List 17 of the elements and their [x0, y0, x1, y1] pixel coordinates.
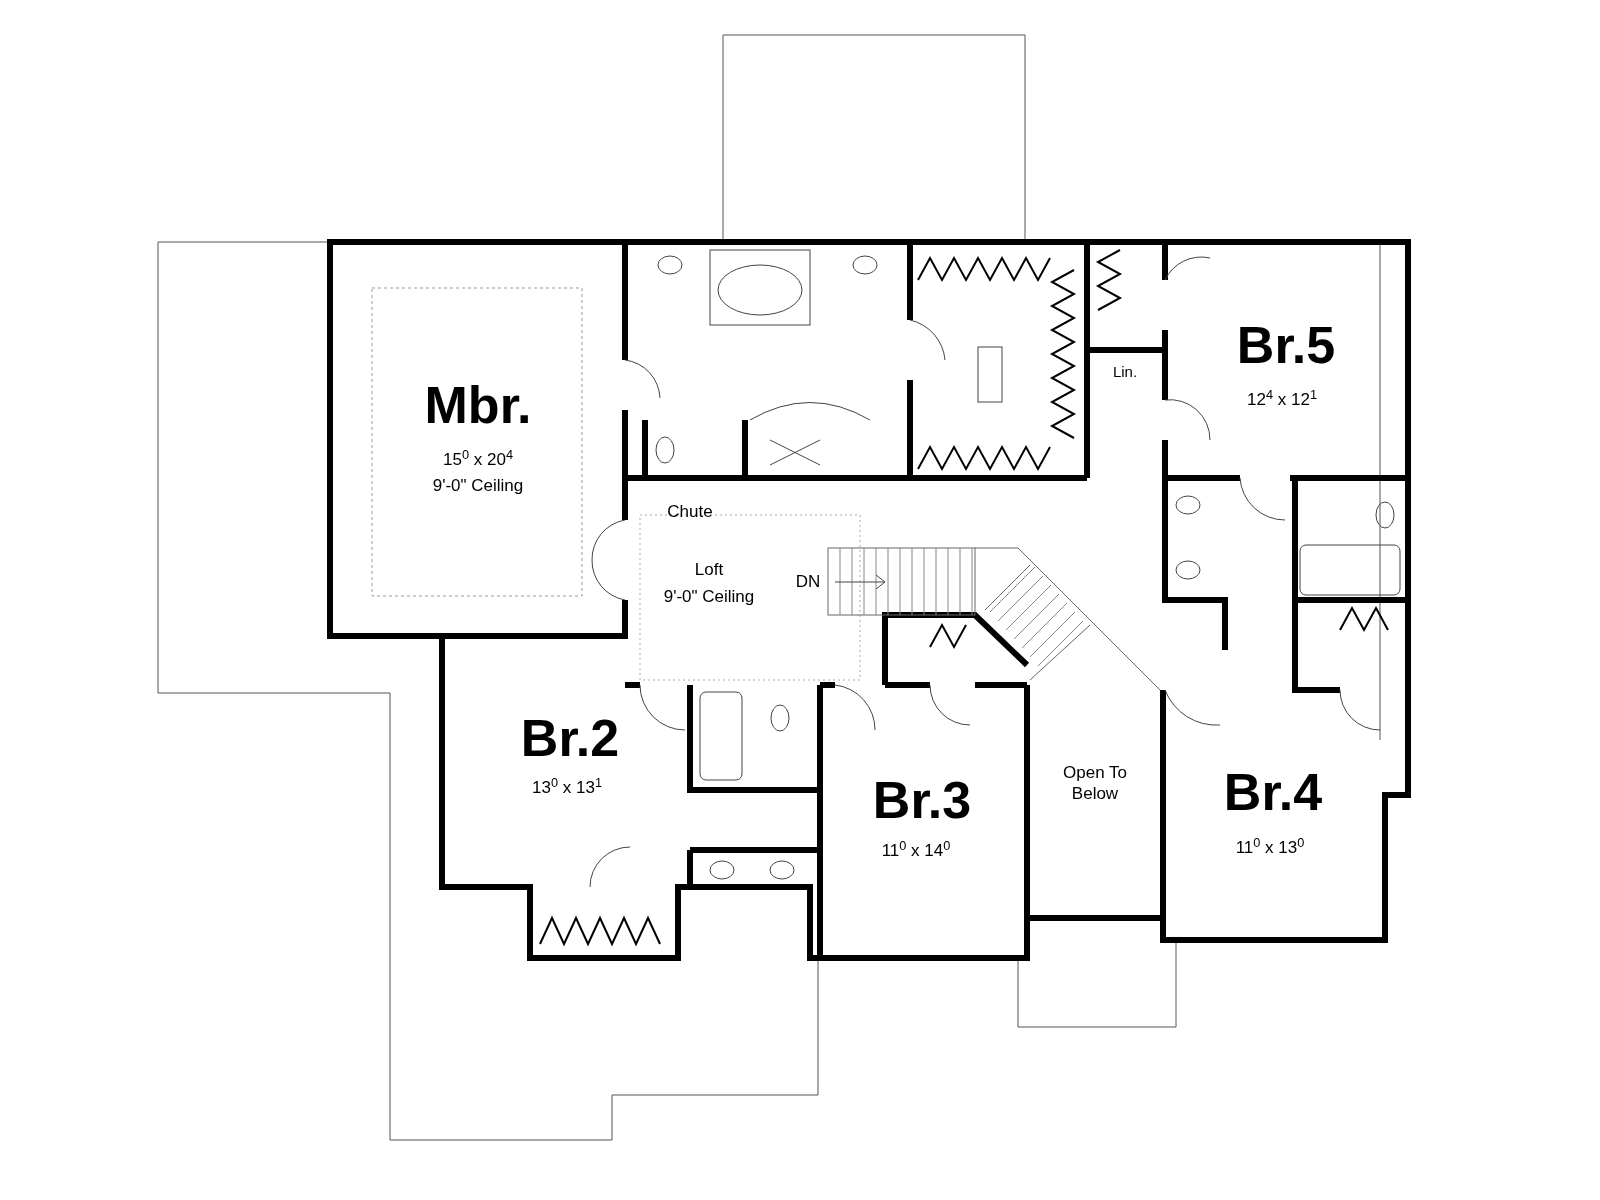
room-name: Br.3	[872, 774, 972, 826]
room-dimensions: 11$^{0}$ x 13$^{0}$	[1235, 837, 1305, 859]
room-name: Br.4	[1223, 766, 1323, 818]
room-dimensions: 11$^{0}$ x 14$^{0}$	[881, 840, 951, 862]
plan-note: DN	[795, 571, 821, 593]
room-name: Lin.	[1112, 362, 1138, 382]
room-dimensions: 15$^{0}$ x 20$^{4}$	[443, 449, 513, 471]
room-name: Mbr.	[424, 379, 532, 431]
room-dimensions: 13$^{0}$ x 13$^{1}$	[532, 777, 602, 799]
plan-note: Loft	[694, 559, 724, 581]
room-name: Br.2	[520, 712, 620, 764]
room-dimensions: 12$^{4}$ x 12$^{1}$	[1247, 389, 1317, 411]
plan-note: 9'-0" Ceiling	[663, 586, 755, 608]
room-name: Br.5	[1236, 319, 1336, 371]
plan-note: Chute	[667, 501, 713, 523]
plan-note: Open To Below	[1062, 761, 1128, 805]
plan-note: 9'-0" Ceiling	[432, 475, 524, 497]
